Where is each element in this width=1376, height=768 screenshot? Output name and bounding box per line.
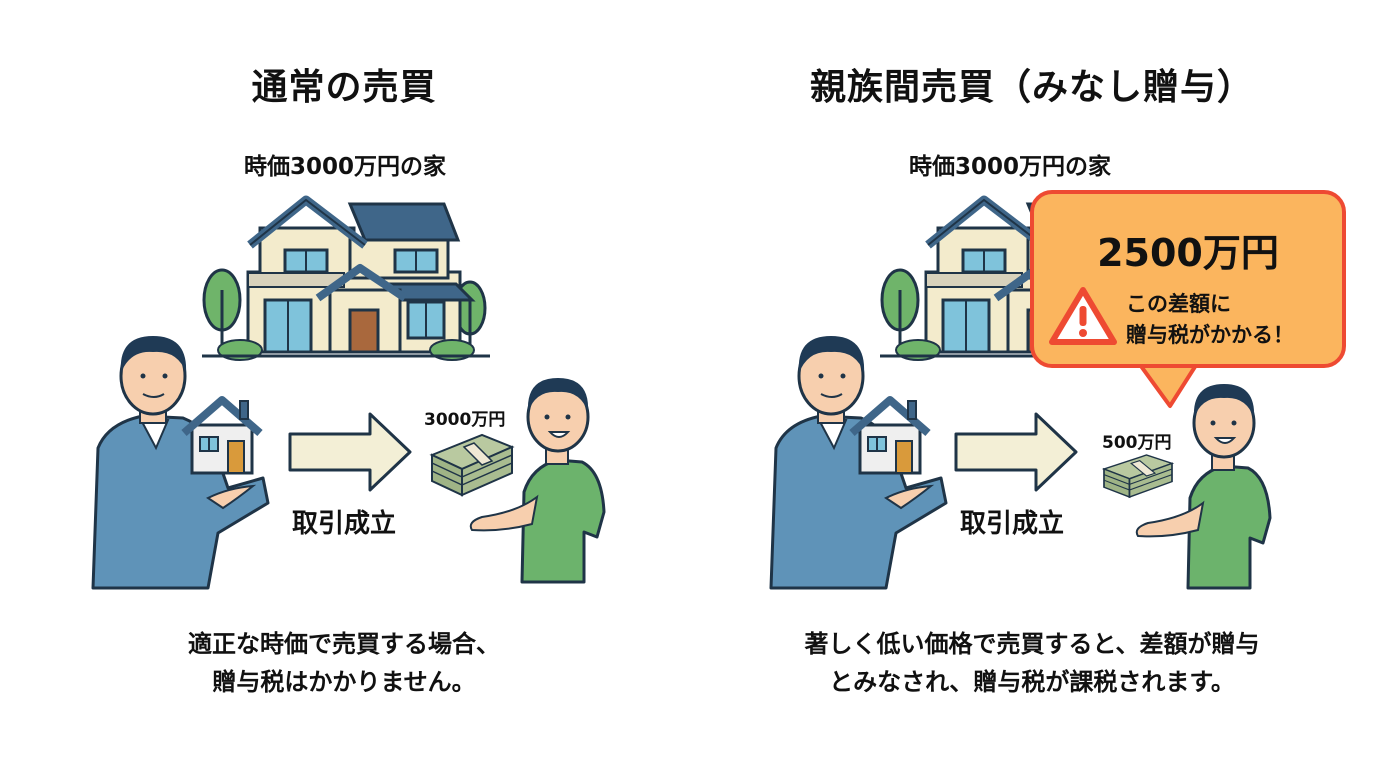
mini-house-icon [182, 395, 272, 480]
caption: 著しく低い価格で売買すると、差額が贈与 とみなされ、贈与税が課税されます。 [688, 625, 1376, 701]
payment-amount-label: 500万円 [1102, 433, 1172, 453]
caption-line-1: 適正な時価で売買する場合、 [188, 630, 500, 658]
difference-amount: 2500万円 [1097, 231, 1279, 275]
callout-message-line-1: この差額に [1126, 292, 1231, 316]
caption-line-1: 著しく低い価格で売買すると、差額が贈与 [804, 630, 1260, 658]
house-price-label: 時価3000万円の家 [243, 154, 446, 180]
gift-tax-callout: 2500万円 この差額に 贈与税がかかる！ [1030, 190, 1346, 368]
right-arrow-icon [954, 412, 1078, 492]
house-price-label: 時価3000万円の家 [908, 154, 1111, 180]
deal-label: 取引成立 [292, 509, 397, 539]
family-sale-panel: 親族間売買（みなし贈与） 時価3000万円の家 取引成立 500万円 2500万… [688, 0, 1376, 768]
panel-title: 親族間売買（みなし贈与） [809, 67, 1254, 108]
callout-message-line-2: 贈与税がかかる！ [1126, 323, 1294, 347]
caption: 適正な時価で売買する場合、 贈与税はかかりません。 [0, 625, 688, 701]
buyer-person-illustration [469, 376, 606, 584]
deal-label: 取引成立 [960, 509, 1065, 539]
panel-title: 通常の売買 [251, 67, 437, 108]
callout-tail [1134, 356, 1202, 408]
payment-amount-label: 3000万円 [424, 410, 506, 430]
warning-triangle-icon [1049, 287, 1117, 345]
mini-house-icon [850, 395, 940, 480]
normal-sale-panel: 通常の売買 時価3000万円の家 取引成立 3000万円 適正な時価で売買する場… [0, 67, 688, 701]
right-arrow-icon [288, 412, 412, 492]
callout-message: この差額に 贈与税がかかる！ [1126, 289, 1294, 351]
caption-line-2: とみなされ、贈与税が課税されます。 [829, 668, 1235, 696]
caption-line-2: 贈与税はかかりません。 [212, 668, 476, 696]
